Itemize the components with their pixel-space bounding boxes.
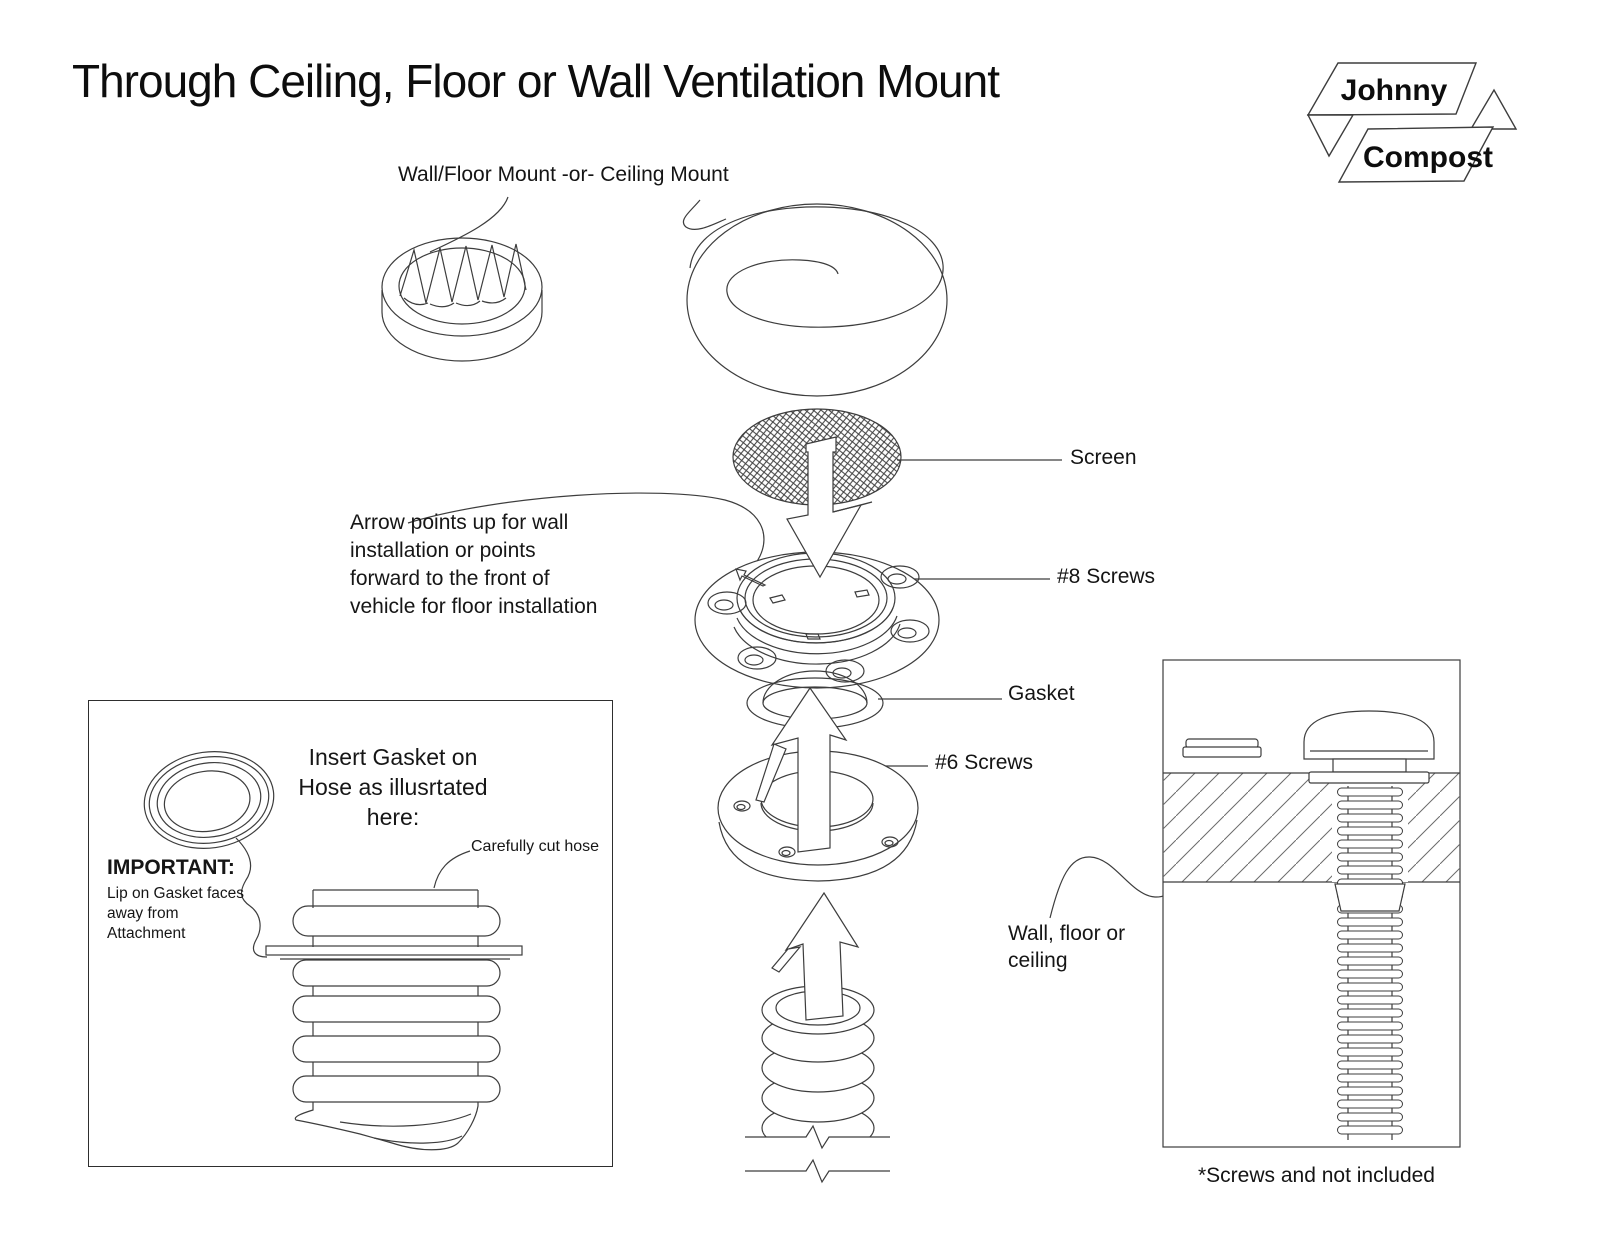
orientation-arrow-drawing xyxy=(735,568,767,587)
important-note: Lip on Gasket faces away from Attachment xyxy=(107,884,244,944)
important-note-line1: Lip on Gasket faces xyxy=(107,885,244,902)
down-arrow-drawing xyxy=(786,436,873,579)
ceiling-mount-dome-drawing xyxy=(686,203,948,397)
up-arrow-drawing xyxy=(755,686,848,853)
page-title: Through Ceiling, Floor or Wall Ventilati… xyxy=(72,55,1000,107)
gasket-label: Gasket xyxy=(1008,682,1075,705)
break-lines xyxy=(745,1124,890,1184)
logo-fold-right xyxy=(1469,88,1518,130)
inset-hose-drawing xyxy=(265,889,523,1151)
screw-head-drawing xyxy=(1303,710,1435,784)
wall-cross-section-drawing xyxy=(1162,659,1461,1148)
mount-label: Wall/Floor Mount -or- Ceiling Mount xyxy=(398,163,729,186)
johnny-compost-logo: Johnny Compost xyxy=(1306,62,1518,183)
inset-title: Insert Gasket on Hose as illusrtated her… xyxy=(268,742,518,832)
inset-title-line1: Insert Gasket on xyxy=(308,744,478,770)
logo-word-top: Johnny xyxy=(1341,74,1448,107)
cut-hose-label: Carefully cut hose xyxy=(471,838,600,855)
logo-word-bottom: Compost xyxy=(1363,141,1493,174)
logo-fold-left xyxy=(1306,114,1355,158)
inset-title-line3: here: xyxy=(366,804,420,830)
screws6-label: #6 Screws xyxy=(935,751,1034,774)
wall-floor-ceiling-label: Wall, floor or ceiling xyxy=(1008,920,1125,974)
screws8-label: #8 Screws xyxy=(1057,565,1156,588)
upper-flange-drawing xyxy=(694,551,940,689)
inset-instruction-box xyxy=(88,700,613,1167)
wall-floor-mount-drawing xyxy=(381,237,543,362)
big-up-arrow-drawing xyxy=(771,891,860,1021)
logo-banner-bottom xyxy=(1337,126,1495,183)
important-heading: IMPORTANT: xyxy=(107,856,235,879)
important-note-line2: away from xyxy=(107,905,179,922)
inset-title-line2: Hose as illusrtated xyxy=(298,774,488,800)
screen-label: Screen xyxy=(1070,446,1137,469)
inset-leader-lines xyxy=(235,837,471,958)
inset-gasket-oval-drawing xyxy=(143,751,275,849)
wall-label-line2: ceiling xyxy=(1008,949,1068,972)
logo-banner-top xyxy=(1306,62,1478,116)
arrow-orientation-note: Arrow points up for wall installation or… xyxy=(350,511,598,618)
flange-screw-holes xyxy=(707,565,930,683)
spacer-piece-drawing xyxy=(1182,738,1262,758)
wall-label-line1: Wall, floor or xyxy=(1008,922,1126,945)
important-note-line3: Attachment xyxy=(107,925,186,942)
screws-footnote: *Screws and not included xyxy=(1198,1164,1435,1187)
